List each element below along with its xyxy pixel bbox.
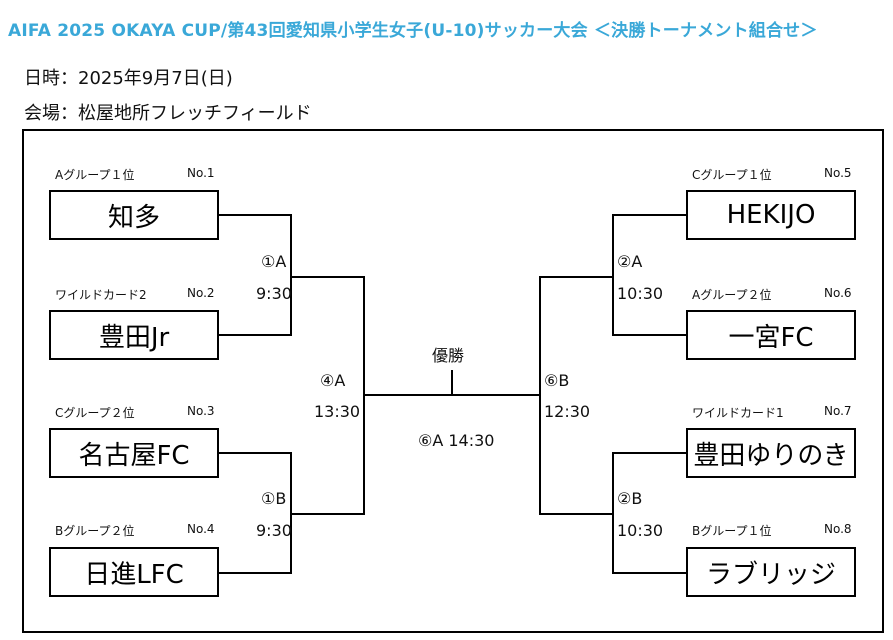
match-time: 12:30 bbox=[544, 402, 591, 421]
bracket-line bbox=[539, 513, 614, 515]
team-caption: Aグループ２位 bbox=[692, 288, 772, 302]
match-time: 9:30 bbox=[256, 521, 292, 540]
match-label: ②B bbox=[617, 489, 643, 508]
final-match: ⑥A 14:30 bbox=[418, 431, 495, 450]
match-label: ②A bbox=[617, 252, 643, 271]
page-title: AIFA 2025 OKAYA CUP/第43回愛知県小学生女子(U-10)サッ… bbox=[8, 21, 818, 41]
team-box: 名古屋FC bbox=[49, 428, 219, 478]
match-label: ①A bbox=[261, 252, 287, 271]
bracket-line bbox=[219, 214, 292, 216]
team-caption: ワイルドカード2 bbox=[55, 288, 147, 302]
bracket-line bbox=[219, 334, 292, 336]
venue-line: 会場：松屋地所フレッチフィールド bbox=[24, 103, 312, 124]
team-caption: Bグループ２位 bbox=[55, 524, 135, 538]
bracket-line bbox=[290, 276, 365, 278]
bracket-line bbox=[612, 214, 686, 216]
match-time: 10:30 bbox=[617, 284, 664, 303]
team-box: 一宮FC bbox=[686, 310, 856, 360]
team-box: ラブリッジ bbox=[686, 547, 856, 597]
team-caption: ワイルドカード1 bbox=[692, 406, 784, 420]
final-line bbox=[363, 394, 541, 396]
team-number: No.3 bbox=[187, 404, 215, 418]
team-box: 豊田ゆりのき bbox=[686, 428, 856, 478]
champion-label: 優勝 bbox=[432, 346, 465, 365]
team-caption: Cグループ２位 bbox=[55, 406, 135, 420]
team-number: No.7 bbox=[824, 404, 852, 418]
team-box: 日進LFC bbox=[49, 547, 219, 597]
team-box: 知多 bbox=[49, 190, 219, 240]
bracket-line bbox=[612, 214, 614, 336]
team-box: HEKIJO bbox=[686, 190, 856, 240]
bracket-line bbox=[612, 572, 686, 574]
date-line: 日時：2025年9月7日(日) bbox=[24, 68, 233, 89]
match-label: ①B bbox=[261, 489, 287, 508]
team-number: No.1 bbox=[187, 166, 215, 180]
bracket-line bbox=[612, 334, 686, 336]
team-caption: Aグループ１位 bbox=[55, 168, 135, 182]
match-label: ④A bbox=[320, 371, 346, 390]
team-caption: Bグループ１位 bbox=[692, 524, 772, 538]
bracket-line bbox=[219, 572, 292, 574]
bracket-line bbox=[290, 214, 292, 336]
team-number: No.6 bbox=[824, 286, 852, 300]
team-caption: Cグループ１位 bbox=[692, 168, 772, 182]
match-label: ⑥B bbox=[544, 371, 570, 390]
team-number: No.5 bbox=[824, 166, 852, 180]
team-number: No.4 bbox=[187, 522, 215, 536]
final-stem bbox=[451, 370, 453, 395]
bracket-line bbox=[219, 452, 292, 454]
team-number: No.8 bbox=[824, 522, 852, 536]
match-time: 10:30 bbox=[617, 521, 664, 540]
team-number: No.2 bbox=[187, 286, 215, 300]
bracket-line bbox=[612, 452, 686, 454]
match-time: 13:30 bbox=[314, 402, 361, 421]
bracket-frame bbox=[22, 129, 884, 633]
match-time: 9:30 bbox=[256, 284, 292, 303]
bracket-line bbox=[539, 276, 614, 278]
bracket-line bbox=[290, 513, 365, 515]
team-box: 豊田Jr bbox=[49, 310, 219, 360]
